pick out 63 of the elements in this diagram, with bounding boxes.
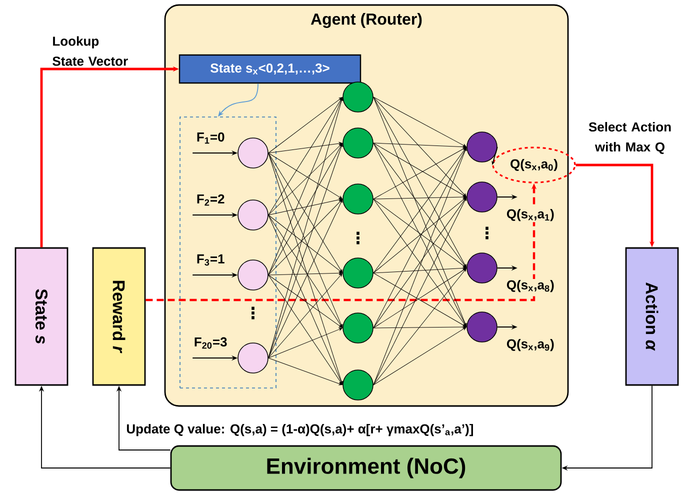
neuron xyxy=(342,370,374,400)
arrow xyxy=(373,96,467,268)
update-rule-text: Update Q value: Q(s,a) = (1-α)Q(s,a)+ α[r+ γmaxQ(s’$_{a}$,a’)] xyxy=(126,424,473,436)
ellipsis: ⋮ xyxy=(252,306,254,320)
environment-box: Environment (NoC) xyxy=(170,445,562,491)
arrow xyxy=(268,274,342,328)
neuron xyxy=(342,184,374,214)
edge-label: F$_{20}$=3 xyxy=(192,336,228,350)
neuron xyxy=(342,312,374,344)
arrow xyxy=(268,214,343,385)
ellipsis: ⋮ xyxy=(356,232,360,244)
arrow xyxy=(268,97,342,154)
edge-label: Q(s$_{x}$,a$_{1}$) xyxy=(505,208,556,222)
neuron xyxy=(466,132,498,162)
arrow xyxy=(373,196,466,200)
arrow xyxy=(268,142,342,154)
arrow xyxy=(268,97,344,358)
neuron xyxy=(466,252,498,284)
arrow xyxy=(268,274,342,385)
arrow xyxy=(373,268,466,386)
arrow xyxy=(492,146,498,165)
edge-label: Q(s$_{x}$,a$_{9}$) xyxy=(505,338,556,352)
arrow xyxy=(268,214,342,328)
arrow xyxy=(268,358,342,386)
arrow xyxy=(268,152,342,199)
arrow xyxy=(373,142,466,148)
arrow xyxy=(268,152,343,328)
neuron xyxy=(238,200,268,230)
arrow xyxy=(268,199,342,276)
state-vector-box: State s$_{x}$<0,2,1,…,3> xyxy=(178,54,362,84)
arrow xyxy=(373,96,467,327)
action-box: Action α xyxy=(625,247,679,386)
neuron xyxy=(342,82,374,112)
input-layer-box xyxy=(180,116,276,388)
ellipsis: ⋮ xyxy=(486,226,488,240)
arrow xyxy=(373,326,466,328)
arrow xyxy=(268,97,343,216)
edge-label: Q(s$_{x}$,a$_{8}$) xyxy=(505,278,556,294)
neuron xyxy=(238,138,268,168)
arrow xyxy=(373,266,466,274)
arrow xyxy=(268,272,342,276)
arrow xyxy=(373,147,467,386)
arrow xyxy=(373,327,466,386)
arrow xyxy=(268,328,342,358)
arrow xyxy=(373,197,467,386)
arrow xyxy=(268,199,343,358)
arrow xyxy=(268,97,343,276)
edge-label: Lookup State Vector xyxy=(52,36,128,66)
neuron xyxy=(466,182,498,212)
reward-box: Reward r xyxy=(92,247,146,386)
neuron xyxy=(238,342,268,374)
neuron xyxy=(238,260,268,290)
edge-label: Select Action with Max Q xyxy=(588,122,671,154)
arrow xyxy=(373,96,466,147)
arrow xyxy=(268,198,342,216)
neuron xyxy=(342,128,374,158)
arrow xyxy=(268,143,342,216)
neuron xyxy=(466,312,498,342)
arrow xyxy=(373,96,466,197)
neuron xyxy=(342,258,374,288)
arrow xyxy=(268,214,342,273)
state-box: State s xyxy=(14,247,68,386)
arrow xyxy=(268,273,342,358)
